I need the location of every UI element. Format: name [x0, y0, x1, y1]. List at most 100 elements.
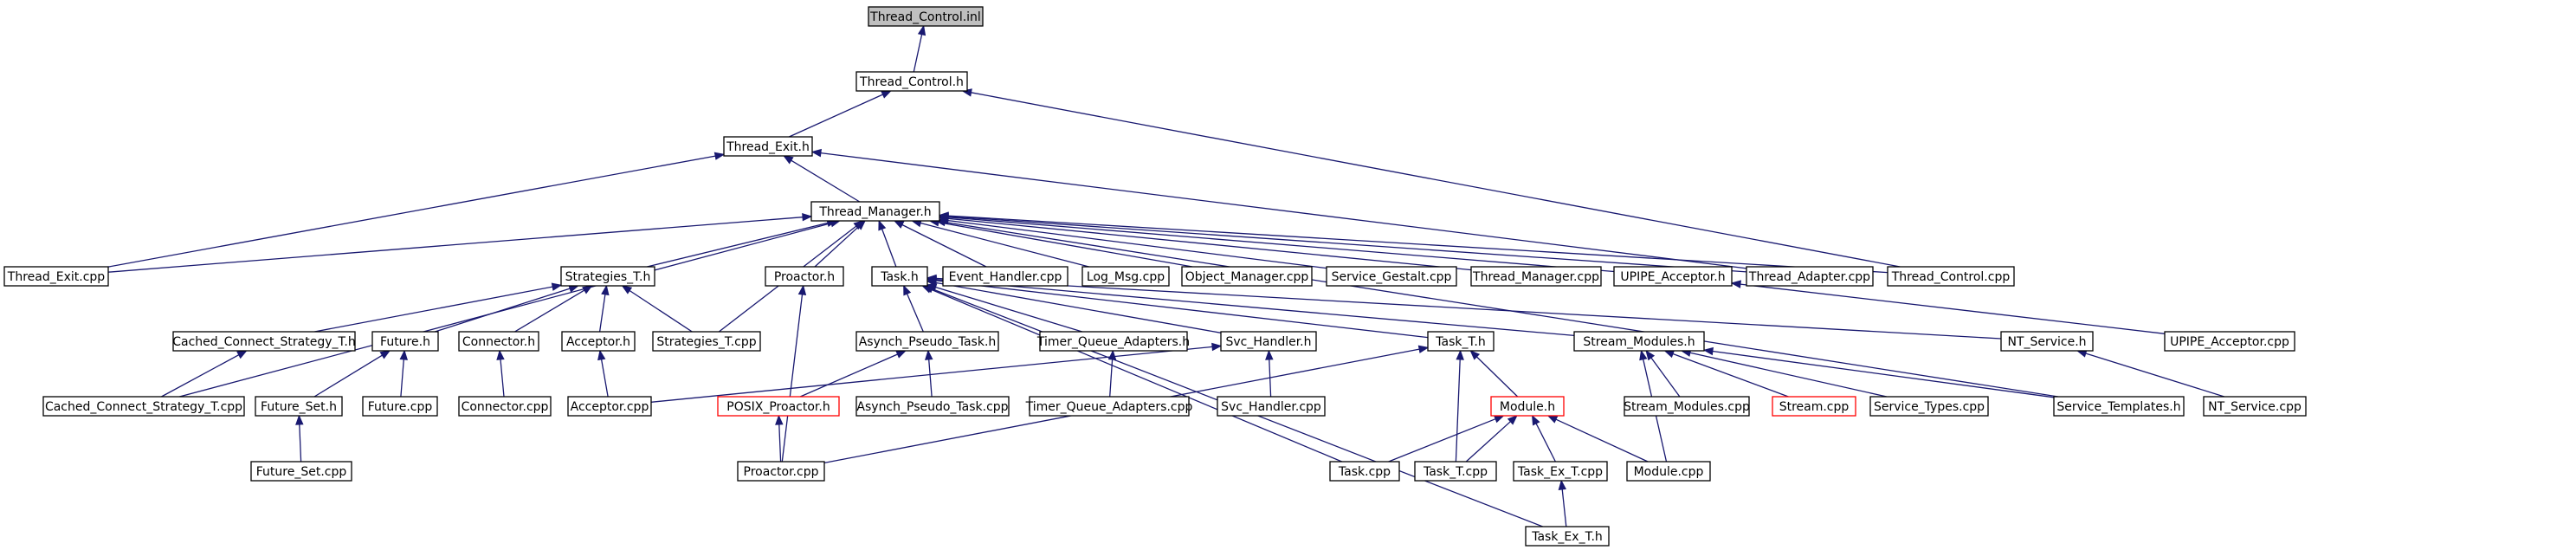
node-cached-connect-strategy-t-h[interactable]: Cached_Connect_Strategy_T.h [172, 331, 356, 352]
node-box[interactable] [1624, 396, 1750, 417]
node-object-manager-cpp[interactable]: Object_Manager.cpp [1181, 266, 1313, 287]
node-svc-handler-cpp[interactable]: Svc_Handler.cpp [1217, 396, 1326, 417]
node-box[interactable] [2203, 396, 2307, 417]
node-box[interactable] [1329, 461, 1400, 482]
node-box[interactable] [855, 71, 968, 92]
node-box[interactable] [871, 266, 928, 287]
node-box[interactable] [2053, 396, 2185, 417]
node-box[interactable] [1029, 396, 1190, 417]
node-box[interactable] [567, 396, 652, 417]
node-stream-modules-h[interactable]: Stream_Modules.h [1573, 331, 1705, 352]
node-timer-queue-adapters-h[interactable]: Timer_Queue_Adapters.h [1036, 331, 1190, 352]
node-task-ex-t-h[interactable]: Task_Ex_T.h [1525, 526, 1610, 547]
node-log-msg-cpp[interactable]: Log_Msg.cpp [1081, 266, 1170, 287]
node-box[interactable] [1217, 396, 1326, 417]
node-box[interactable] [3, 266, 109, 287]
node-thread-exit-h[interactable]: Thread_Exit.h [723, 136, 813, 157]
node-box[interactable] [458, 331, 539, 352]
node-box[interactable] [561, 331, 636, 352]
node-thread-manager-cpp[interactable]: Thread_Manager.cpp [1470, 266, 1602, 287]
node-box[interactable] [855, 331, 999, 352]
node-thread-adapter-cpp[interactable]: Thread_Adapter.cpp [1746, 266, 1874, 287]
node-strategies-t-cpp[interactable]: Strategies_T.cpp [652, 331, 761, 352]
node-strategies-t-h[interactable]: Strategies_T.h [560, 266, 655, 287]
node-thread-control-cpp[interactable]: Thread_Control.cpp [1887, 266, 2015, 287]
node-future-set-cpp[interactable]: Future_Set.cpp [250, 461, 352, 482]
node-box[interactable] [2164, 331, 2295, 352]
node-box[interactable] [1081, 266, 1170, 287]
node-box[interactable] [1414, 461, 1497, 482]
node-connector-cpp[interactable]: Connector.cpp [458, 396, 552, 417]
node-box[interactable] [1626, 461, 1711, 482]
node-box[interactable] [250, 461, 352, 482]
node-box[interactable] [723, 136, 813, 157]
node-box[interactable] [855, 396, 1010, 417]
node-proactor-cpp[interactable]: Proactor.cpp [737, 461, 825, 482]
node-box[interactable] [42, 396, 245, 417]
node-box[interactable] [1525, 526, 1610, 547]
node-box[interactable] [652, 331, 761, 352]
node-task-ex-t-cpp[interactable]: Task_Ex_T.cpp [1513, 461, 1608, 482]
node-posix-proactor-h[interactable]: POSIX_Proactor.h [717, 396, 840, 417]
node-box[interactable] [942, 266, 1068, 287]
node-box[interactable] [1613, 266, 1733, 287]
node-box[interactable] [1887, 266, 2015, 287]
node-stream-cpp[interactable]: Stream.cpp [1772, 396, 1856, 417]
node-acceptor-h[interactable]: Acceptor.h [561, 331, 636, 352]
node-thread-exit-cpp[interactable]: Thread_Exit.cpp [3, 266, 109, 287]
node-box[interactable] [868, 6, 984, 27]
node-box[interactable] [1869, 396, 1989, 417]
node-box[interactable] [1326, 266, 1457, 287]
node-box[interactable] [1470, 266, 1602, 287]
node-box[interactable] [1573, 331, 1705, 352]
node-service-types-cpp[interactable]: Service_Types.cpp [1869, 396, 1989, 417]
node-upipe-acceptor-cpp[interactable]: UPIPE_Acceptor.cpp [2164, 331, 2295, 352]
node-box[interactable] [765, 266, 844, 287]
node-box[interactable] [172, 331, 356, 352]
node-task-h[interactable]: Task.h [871, 266, 928, 287]
node-svc-handler-h[interactable]: Svc_Handler.h [1220, 331, 1317, 352]
node-future-set-h[interactable]: Future_Set.h [255, 396, 343, 417]
node-box[interactable] [1490, 396, 1565, 417]
node-acceptor-cpp[interactable]: Acceptor.cpp [567, 396, 652, 417]
node-thread-control-h[interactable]: Thread_Control.h [855, 71, 968, 92]
node-box[interactable] [255, 396, 343, 417]
node-box[interactable] [560, 266, 655, 287]
node-service-gestalt-cpp[interactable]: Service_Gestalt.cpp [1326, 266, 1457, 287]
node-connector-h[interactable]: Connector.h [458, 331, 539, 352]
node-box[interactable] [458, 396, 552, 417]
node-stream-modules-cpp[interactable]: Stream_Modules.cpp [1624, 396, 1750, 417]
node-future-cpp[interactable]: Future.cpp [362, 396, 438, 417]
node-task-t-h[interactable]: Task_T.h [1427, 331, 1495, 352]
node-nt-service-h[interactable]: NT_Service.h [2000, 331, 2094, 352]
node-box[interactable] [717, 396, 840, 417]
node-module-cpp[interactable]: Module.cpp [1626, 461, 1711, 482]
node-box[interactable] [1039, 331, 1188, 352]
node-event-handler-cpp[interactable]: Event_Handler.cpp [942, 266, 1068, 287]
node-box[interactable] [1772, 396, 1856, 417]
node-box[interactable] [362, 396, 438, 417]
node-module-h[interactable]: Module.h [1490, 396, 1565, 417]
node-asynch-pseudo-task-h[interactable]: Asynch_Pseudo_Task.h [855, 331, 999, 352]
node-box[interactable] [1513, 461, 1608, 482]
node-service-templates-h[interactable]: Service_Templates.h [2053, 396, 2185, 417]
node-cached-connect-strategy-t-cpp[interactable]: Cached_Connect_Strategy_T.cpp [42, 396, 245, 417]
node-box[interactable] [1181, 266, 1313, 287]
node-thread-control-inl[interactable]: Thread_Control.inl [868, 6, 984, 27]
node-asynch-pseudo-task-cpp[interactable]: Asynch_Pseudo_Task.cpp [855, 396, 1010, 417]
node-upipe-acceptor-h[interactable]: UPIPE_Acceptor.h [1613, 266, 1733, 287]
node-box[interactable] [1220, 331, 1317, 352]
node-box[interactable] [810, 201, 940, 222]
node-box[interactable] [2000, 331, 2094, 352]
node-box[interactable] [1746, 266, 1874, 287]
node-nt-service-cpp[interactable]: NT_Service.cpp [2203, 396, 2307, 417]
node-box[interactable] [737, 461, 825, 482]
node-thread-manager-h[interactable]: Thread_Manager.h [810, 201, 940, 222]
node-box[interactable] [1427, 331, 1495, 352]
node-timer-queue-adapters-cpp[interactable]: Timer_Queue_Adapters.cpp [1025, 396, 1193, 417]
node-task-t-cpp[interactable]: Task_T.cpp [1414, 461, 1497, 482]
node-proactor-h[interactable]: Proactor.h [765, 266, 844, 287]
node-box[interactable] [371, 331, 439, 352]
node-future-h[interactable]: Future.h [371, 331, 439, 352]
node-task-cpp[interactable]: Task.cpp [1329, 461, 1400, 482]
